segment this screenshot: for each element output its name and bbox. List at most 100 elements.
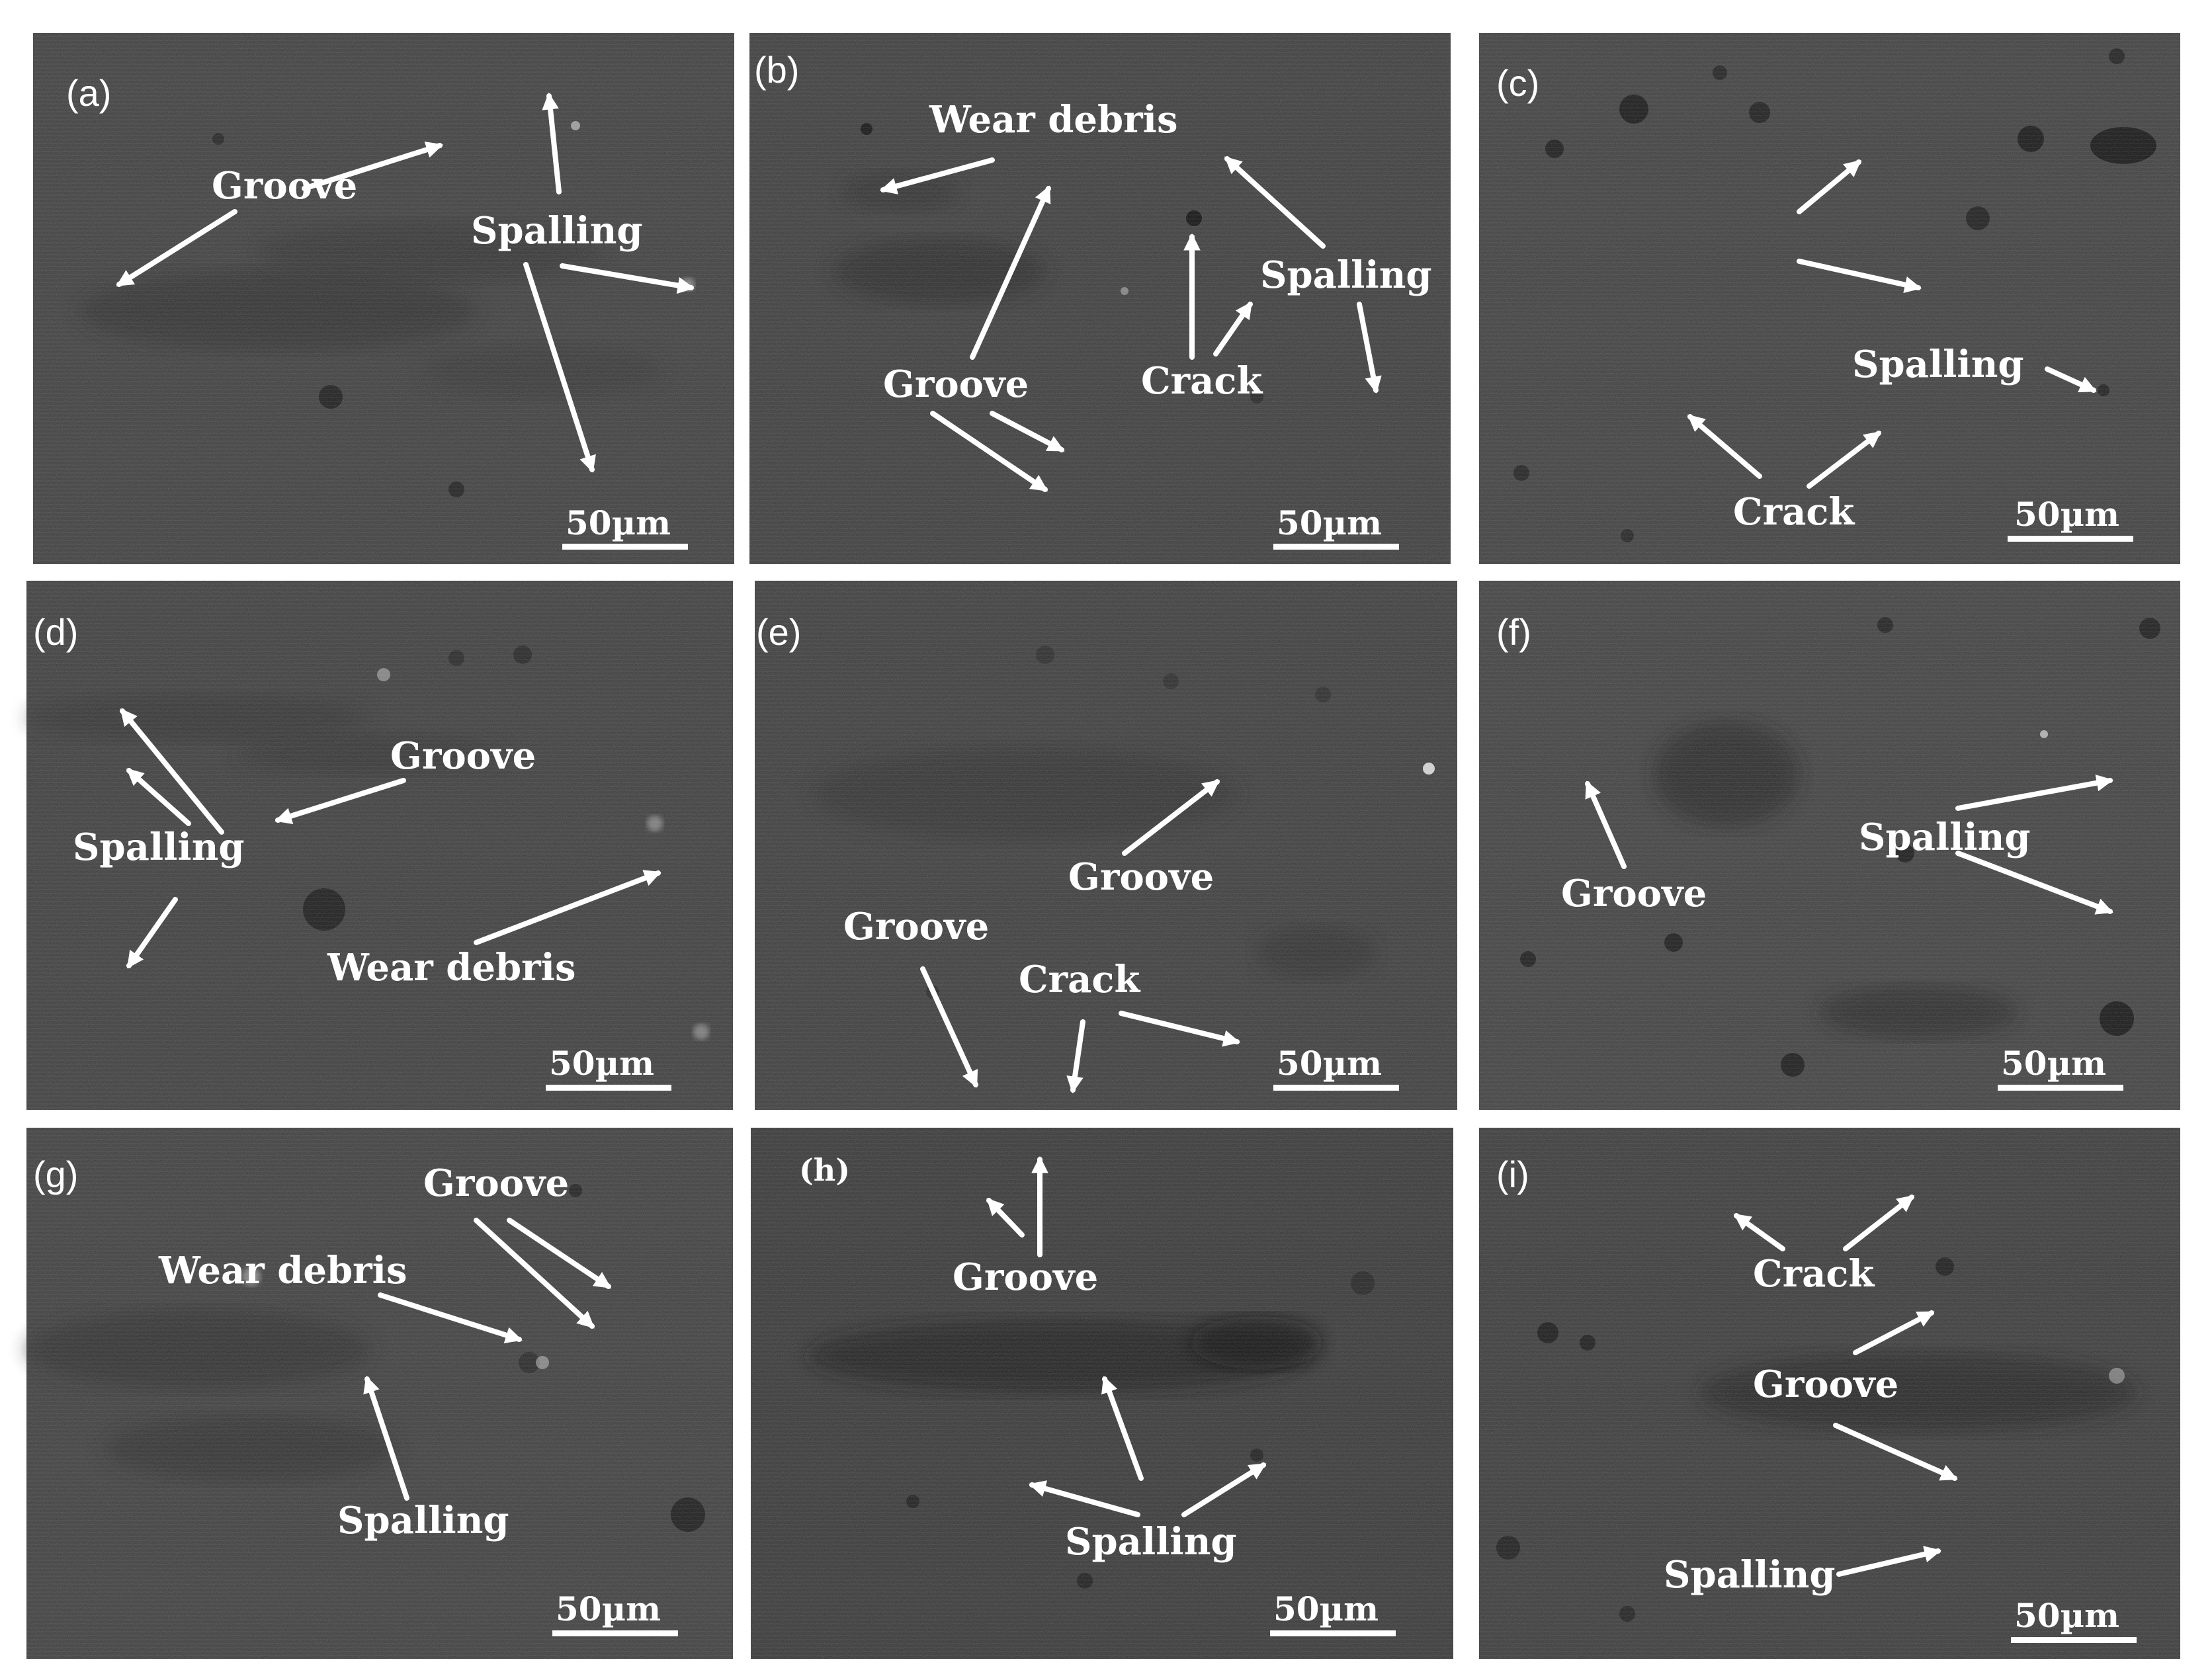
label-spalling: Spalling: [1664, 1553, 1836, 1597]
panel-g-texture: [26, 1128, 733, 1659]
label-groove: Groove: [883, 362, 1029, 406]
arrow: [2045, 366, 2097, 393]
scale-bar-line: [1273, 544, 1399, 550]
arrow: [1797, 259, 1922, 294]
label-wear-debris: Wear debris: [327, 946, 575, 989]
scale-bar-line: [562, 544, 688, 550]
panel-f: [1479, 581, 2180, 1110]
panel-b: [749, 33, 1451, 564]
scale-bar-label: 50µm: [549, 1044, 654, 1083]
panel-letter-h: (h): [799, 1152, 850, 1188]
arrow: [542, 92, 562, 194]
panel-letter-c: (c): [1496, 62, 1539, 104]
scale-bar-label: 50µm: [1277, 1044, 1382, 1083]
arrow: [560, 263, 695, 294]
panel-letter-d: (d): [33, 611, 78, 653]
label-groove: Groove: [1753, 1363, 1898, 1406]
scale-bar-e: 50µm: [1273, 1044, 1399, 1091]
arrow: [1357, 302, 1382, 394]
arrow: [920, 966, 978, 1088]
arrow: [1101, 1376, 1144, 1481]
panel-letter-a: (a): [66, 72, 111, 114]
arrow: [1797, 159, 1861, 214]
arrow: [990, 411, 1065, 452]
scale-bar-line: [552, 1630, 678, 1636]
arrow: [970, 185, 1051, 360]
scale-bar-line: [546, 1085, 671, 1091]
arrow: [1066, 1019, 1085, 1094]
panel-e: [755, 581, 1457, 1110]
panel-c: [1479, 33, 2180, 564]
label-spalling: Spalling: [1852, 343, 2024, 386]
panel-h-texture: [751, 1128, 1453, 1659]
arrow: [1181, 1462, 1267, 1517]
arrow: [986, 1198, 1025, 1238]
arrow: [1733, 1213, 1785, 1251]
scale-bar-b: 50µm: [1273, 503, 1399, 550]
arrow: [1843, 1195, 1915, 1251]
scale-bar-label: 50µm: [2014, 1596, 2119, 1635]
arrow: [1853, 1310, 1935, 1355]
arrow: [378, 1292, 523, 1343]
panel-d: [26, 581, 733, 1110]
label-crack: Crack: [1733, 490, 1855, 534]
panel-d-texture: [26, 581, 733, 1110]
annotation-arrows: [116, 92, 2114, 1577]
arrow: [474, 870, 661, 945]
scale-bar-g: 50µm: [552, 1589, 678, 1636]
label-spalling: Spalling: [1065, 1520, 1237, 1564]
label-spalling: Spalling: [337, 1499, 509, 1542]
arrow: [126, 768, 191, 826]
arrow: [116, 209, 237, 287]
panel-c-texture: [1479, 33, 2180, 564]
scale-bars: 50µm 50µm 50µm 50µm 50µm 50µm 50µm 50µm: [546, 495, 2137, 1643]
scale-bar-label: 50µm: [2014, 495, 2119, 534]
arrow: [1955, 775, 2114, 811]
arrow: [1213, 301, 1253, 357]
scale-bar-label: 50µm: [2001, 1044, 2106, 1083]
arrow: [126, 897, 178, 969]
panel-letter-f: (f): [1496, 611, 1531, 653]
annotation-labels: Groove Spalling Wear debris Spalling Gro…: [73, 98, 2031, 1597]
arrow: [1836, 1546, 1941, 1577]
panel-a: [33, 33, 734, 564]
panel-letters: (a) (b) (c) (d) (e) (f) (g) (h) (i): [33, 49, 1539, 1195]
arrow: [302, 141, 443, 191]
scale-bar-line: [2011, 1637, 2137, 1643]
panel-letter-b: (b): [754, 49, 799, 91]
arrow: [120, 708, 224, 835]
panel-g: [26, 1128, 733, 1659]
scale-bar-label: 50µm: [1273, 1589, 1379, 1628]
scale-bar-i: 50µm: [2011, 1596, 2137, 1643]
label-wear-debris: Wear debris: [158, 1249, 407, 1292]
arrow: [363, 1376, 409, 1501]
panel-f-texture: [1479, 581, 2180, 1110]
scale-bar-label: 50µm: [566, 503, 671, 542]
label-groove: Groove: [1068, 855, 1214, 899]
arrow: [275, 778, 406, 825]
label-groove: Groove: [390, 734, 536, 778]
arrow: [1807, 431, 1882, 489]
scale-bar-line: [1998, 1085, 2123, 1091]
label-spalling: Spalling: [1859, 816, 2031, 859]
label-spalling: Spalling: [73, 825, 245, 869]
panel-i-texture: [1479, 1128, 2180, 1659]
label-crack: Crack: [1019, 958, 1140, 1001]
panel-letter-g: (g): [33, 1154, 78, 1195]
panel-a-texture: [33, 33, 734, 564]
panel-letter-e: (e): [756, 611, 801, 653]
arrow: [474, 1218, 595, 1329]
scale-bar-line: [1273, 1085, 1399, 1091]
scale-bar-d: 50µm: [546, 1044, 671, 1091]
label-crack: Crack: [1141, 359, 1263, 403]
arrow: [1955, 851, 2113, 915]
label-spalling: Spalling: [471, 209, 643, 253]
scale-bar-c: 50µm: [2008, 495, 2133, 542]
label-groove: Groove: [423, 1161, 569, 1205]
arrow: [507, 1218, 612, 1289]
scale-bar-label: 50µm: [556, 1589, 661, 1628]
arrow: [1585, 780, 1627, 869]
panel-e-texture: [755, 581, 1457, 1110]
label-wear-debris: Wear debris: [929, 98, 1177, 142]
